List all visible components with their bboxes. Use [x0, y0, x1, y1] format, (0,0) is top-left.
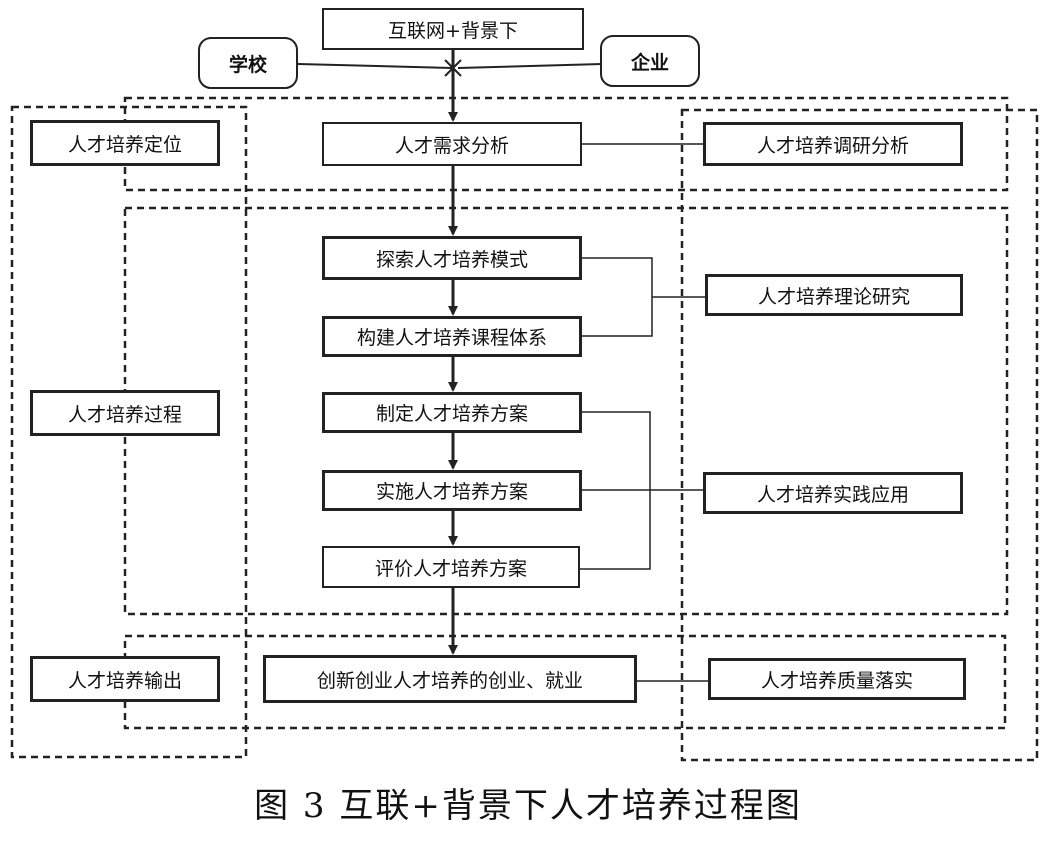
stage-process: 人才培养过程: [30, 390, 220, 436]
research-analysis-node: 人才培养调研分析: [703, 122, 963, 166]
school-connector: [297, 63, 453, 69]
employment-node: 创新创业人才培养的创业、就业: [263, 655, 637, 703]
enterprise-connector: [457, 63, 603, 69]
top-node: 互联网+背景下: [322, 8, 584, 50]
enterprise-node: 企业: [600, 35, 700, 87]
process-dashed-region: [123, 206, 1009, 616]
figure-caption: 图 3 互联+背景下人才培养过程图: [254, 786, 802, 826]
stage-positioning: 人才培养定位: [30, 120, 220, 166]
stage-output: 人才培养输出: [30, 656, 220, 702]
school-node: 学校: [198, 37, 298, 89]
explore-model-node: 探索人才培养模式: [322, 236, 582, 280]
theory-research-node: 人才培养理论研究: [705, 274, 963, 316]
left-dashed-region: [10, 105, 248, 759]
evaluate-plan-node: 评价人才培养方案: [322, 546, 580, 588]
needs-analysis-node: 人才需求分析: [322, 122, 582, 166]
draft-plan-node: 制定人才培养方案: [322, 392, 582, 433]
build-curriculum-node: 构建人才培养课程体系: [322, 316, 582, 357]
right-dashed-region: [680, 108, 1039, 762]
implement-plan-node: 实施人才培养方案: [322, 470, 582, 511]
quality-node: 人才培养质量落实: [708, 658, 966, 700]
practice-application-node: 人才培养实践应用: [703, 472, 963, 514]
theory-bracket: [582, 257, 653, 337]
